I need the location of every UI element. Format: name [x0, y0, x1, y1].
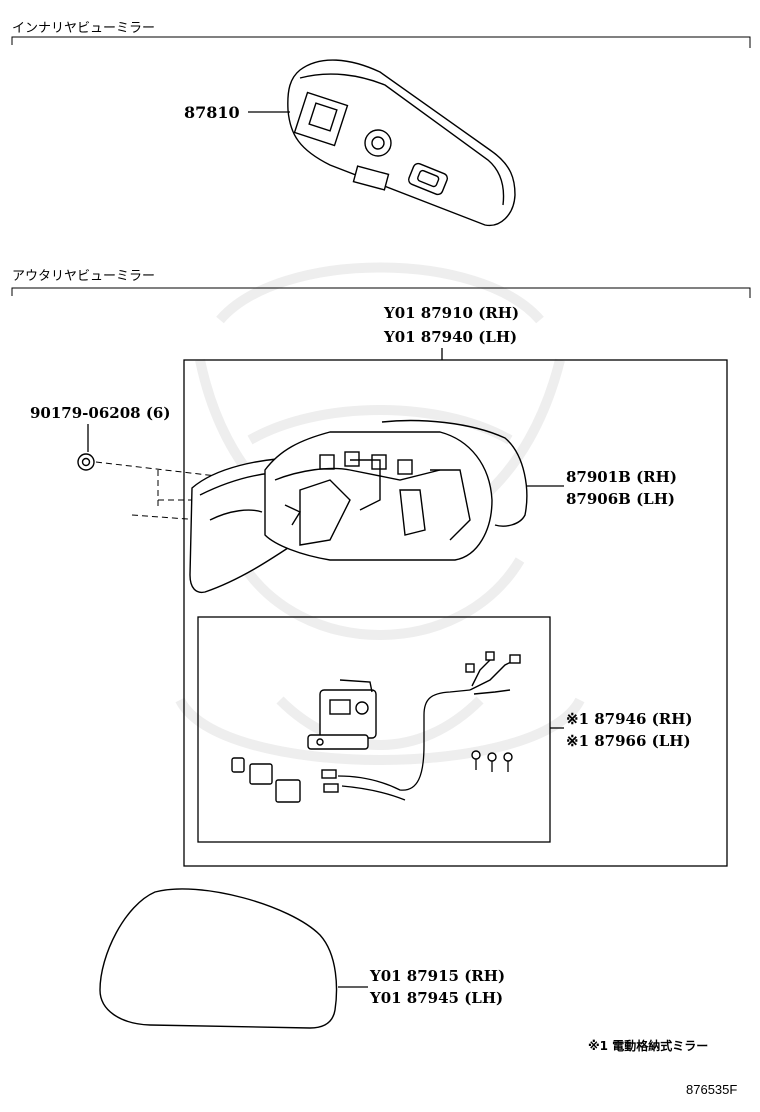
section-title-inner-mirror: インナリヤビューミラー — [12, 21, 155, 36]
footnote: ※1 電動格納式ミラー — [588, 1038, 708, 1053]
section-bracket-outer — [11, 287, 751, 298]
wire-harness — [337, 651, 521, 801]
watermark-emblem — [175, 262, 585, 765]
retractor-outline-box — [197, 616, 551, 843]
part-number-87810: 87810 — [184, 103, 240, 122]
figure-code: 876535F — [686, 1082, 737, 1097]
mirror-motor-icon — [231, 679, 377, 803]
part-number-assembly-rh: Y01 87910 (RH) — [383, 304, 519, 322]
part-number-glass-lh: Y01 87945 (LH) — [369, 989, 503, 1007]
screw-icon — [77, 453, 95, 471]
rear-view-mirror-icon — [287, 59, 516, 227]
mirror-glass-icon — [99, 888, 338, 1029]
part-number-retractor-rh: ※1 87946 (RH) — [566, 710, 692, 728]
part-number-screw: 90179-06208 (6) — [30, 404, 170, 422]
part-number-cover-lh: 87906B (LH) — [566, 490, 675, 508]
part-number-cover-rh: 87901B (RH) — [566, 468, 677, 486]
section-title-outer-mirror: アウタリヤビューミラー — [12, 269, 155, 284]
part-number-assembly-lh: Y01 87940 (LH) — [383, 328, 517, 346]
part-number-glass-rh: Y01 87915 (RH) — [369, 967, 505, 985]
assembly-outline-box — [183, 359, 728, 867]
screw-set-icon — [471, 750, 513, 772]
part-number-retractor-lh: ※1 87966 (LH) — [566, 732, 691, 750]
door-mirror-housing-icon — [189, 419, 528, 594]
section-bracket-inner — [11, 36, 751, 48]
